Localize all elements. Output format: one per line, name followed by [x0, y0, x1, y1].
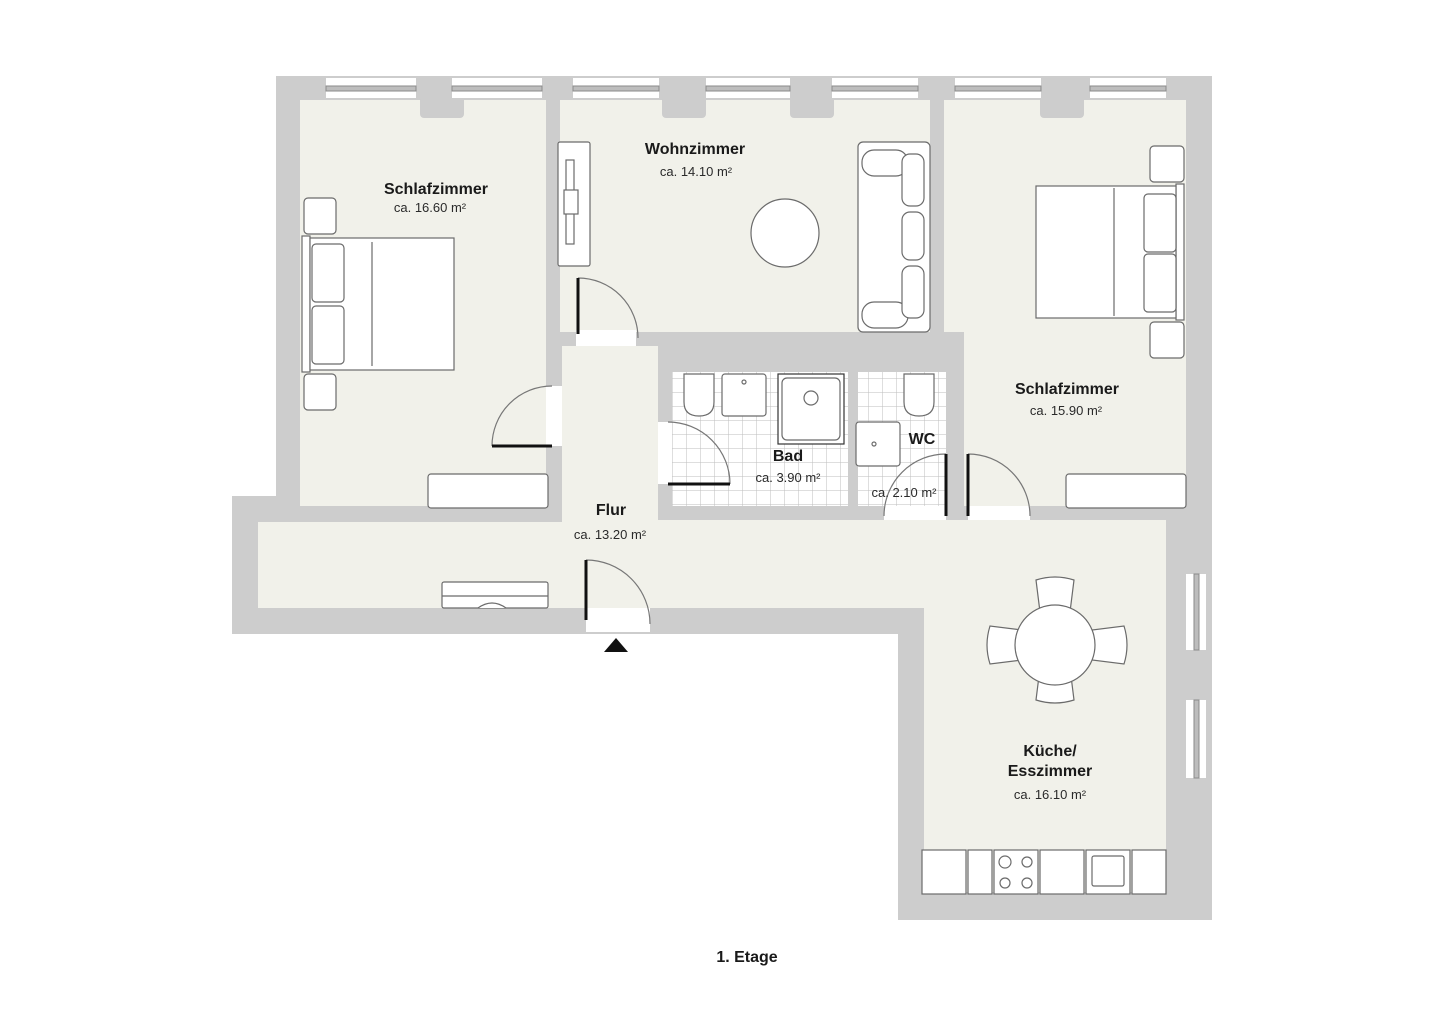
double-bed-icon — [301, 197, 455, 411]
room-area-schlafzimmer-2: ca. 15.90 m² — [1029, 403, 1103, 418]
room-area-kueche: ca. 16.10 m² — [1013, 787, 1087, 802]
dresser — [427, 473, 549, 509]
room-name-kueche-line1: Küche/ — [1023, 743, 1077, 760]
door-swing-icon — [966, 453, 1031, 520]
room-name-bad: Bad — [772, 448, 804, 465]
room-name-wohnzimmer: Wohnzimmer — [644, 141, 746, 158]
toilet-icon — [683, 373, 715, 417]
door-swing-icon — [576, 277, 639, 346]
entrance-arrow-icon — [604, 638, 628, 652]
room-name-flur: Flur — [595, 502, 627, 519]
dining-set — [986, 576, 1128, 704]
sink-icon — [855, 421, 901, 467]
shoe-cabinet — [441, 581, 549, 609]
floor-wohnzimmer — [560, 100, 930, 332]
room-name-schlafzimmer-2: Schlafzimmer — [1014, 381, 1120, 398]
room-area-bad: ca. 3.90 m² — [755, 470, 821, 485]
room-name-kueche-line2: Esszimmer — [1007, 763, 1093, 780]
chair-icon — [1091, 625, 1128, 665]
room-name-schlafzimmer-1: Schlafzimmer — [383, 181, 489, 198]
room-area-wc: ca. 2.10 m² — [871, 485, 937, 500]
chair-icon — [986, 625, 1023, 665]
chair-icon — [1035, 576, 1075, 613]
round-table-icon — [750, 198, 820, 268]
room-name-wc: WC — [908, 431, 936, 448]
room-area-wohnzimmer: ca. 14.10 m² — [659, 164, 733, 179]
shower-icon — [777, 373, 845, 445]
kitchen-counter — [921, 849, 1167, 895]
door-swing-icon — [658, 421, 731, 486]
tv-cabinet — [557, 141, 591, 267]
double-bed-icon — [1035, 145, 1185, 359]
room-area-schlafzimmer-1: ca. 16.60 m² — [393, 200, 467, 215]
sofa-icon — [857, 141, 931, 333]
window-piers — [420, 96, 1190, 650]
door-swing-icon — [584, 559, 651, 632]
door-swing-icon — [883, 453, 948, 520]
window-icon — [325, 78, 1206, 779]
room-area-flur: ca. 13.20 m² — [573, 527, 647, 542]
round-table-icon — [1014, 604, 1096, 686]
furniture — [301, 141, 1187, 895]
floor-kueche — [924, 520, 1166, 892]
cooktop-icon — [993, 849, 1039, 895]
sink-icon — [721, 373, 767, 417]
floor-label: 1. Etage — [716, 949, 778, 966]
door-swing-icon — [491, 385, 562, 448]
dresser — [1065, 473, 1187, 509]
toilet-icon — [903, 373, 935, 417]
doors — [491, 277, 1031, 632]
